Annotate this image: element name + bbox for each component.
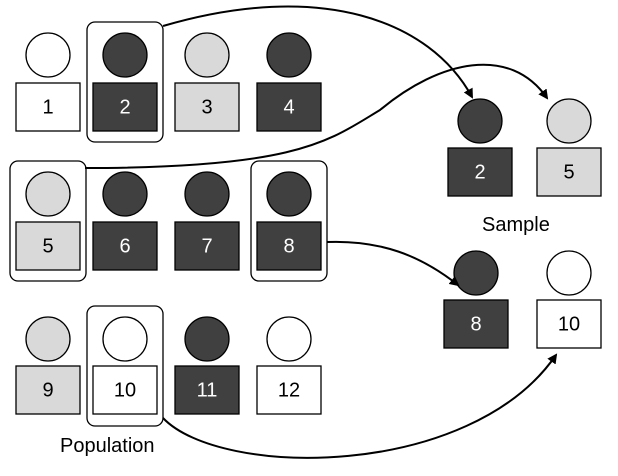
person-number: 8 <box>283 235 294 257</box>
person-number: 9 <box>42 379 53 401</box>
person-number: 11 <box>197 379 218 401</box>
person-head <box>25 32 71 78</box>
person-number: 8 <box>470 313 481 335</box>
population-person-5: 5 <box>9 160 87 282</box>
person-body <box>174 221 240 271</box>
population-label: Population <box>60 435 155 457</box>
population-person-4: 4 <box>256 32 322 132</box>
sample-label: Sample <box>482 214 550 236</box>
person-head <box>25 171 71 217</box>
arrow-2-to-sample <box>162 5 473 99</box>
population-person-12: 12 <box>256 316 322 415</box>
sample-person-2: 2 <box>447 98 513 197</box>
person-body <box>15 82 81 132</box>
person-number: 1 <box>42 96 53 118</box>
sample-person-10: 10 <box>536 250 602 349</box>
person-body <box>92 82 158 132</box>
person-body <box>256 221 322 271</box>
selection-outline <box>250 160 328 282</box>
arrows-layer <box>84 5 558 459</box>
arrow-5-to-sample <box>84 63 549 169</box>
person-head <box>102 32 148 78</box>
population-person-7: 7 <box>174 171 240 271</box>
person-body <box>256 82 322 132</box>
person-number: 12 <box>278 379 300 401</box>
person-body <box>92 365 158 415</box>
selection-outline <box>86 21 164 143</box>
person-head <box>184 32 230 78</box>
sample-person-8: 8 <box>443 250 509 349</box>
person-head <box>184 316 230 362</box>
person-body <box>15 365 81 415</box>
person-number: 10 <box>114 379 136 401</box>
person-head <box>266 32 312 78</box>
person-head <box>266 316 312 362</box>
person-body <box>447 147 513 197</box>
person-body <box>15 221 81 271</box>
population-person-6: 6 <box>92 171 158 271</box>
person-number: 5 <box>42 235 53 257</box>
person-body <box>536 299 602 349</box>
person-head <box>457 98 503 144</box>
person-head <box>266 171 312 217</box>
person-head <box>102 316 148 362</box>
person-number: 2 <box>119 96 130 118</box>
person-number: 10 <box>558 313 580 335</box>
selection-outline <box>9 160 87 282</box>
person-number: 6 <box>119 235 130 257</box>
person-head <box>102 171 148 217</box>
population-person-3: 3 <box>174 32 240 132</box>
person-body <box>174 82 240 132</box>
population-person-8: 8 <box>250 160 328 282</box>
person-body <box>174 365 240 415</box>
population-person-11: 11 <box>174 316 240 415</box>
person-head <box>184 171 230 217</box>
person-body <box>443 299 509 349</box>
person-body <box>536 147 602 197</box>
person-number: 4 <box>283 96 294 118</box>
arrow-8-to-sample <box>326 240 460 287</box>
population-person-2: 2 <box>86 21 164 143</box>
person-number: 5 <box>563 161 574 183</box>
selection-outline <box>86 305 164 427</box>
person-body <box>256 365 322 415</box>
population-person-9: 9 <box>15 316 81 415</box>
person-number: 3 <box>201 96 212 118</box>
person-head <box>453 250 499 296</box>
person-number: 2 <box>474 161 485 183</box>
population-person-10: 10 <box>86 305 164 427</box>
person-head <box>546 250 592 296</box>
person-head <box>25 316 71 362</box>
sample-person-5: 5 <box>536 98 602 197</box>
person-number: 7 <box>201 235 212 257</box>
person-body <box>92 221 158 271</box>
population-person-1: 1 <box>15 32 81 132</box>
arrow-10-to-sample <box>162 353 558 459</box>
person-head <box>546 98 592 144</box>
